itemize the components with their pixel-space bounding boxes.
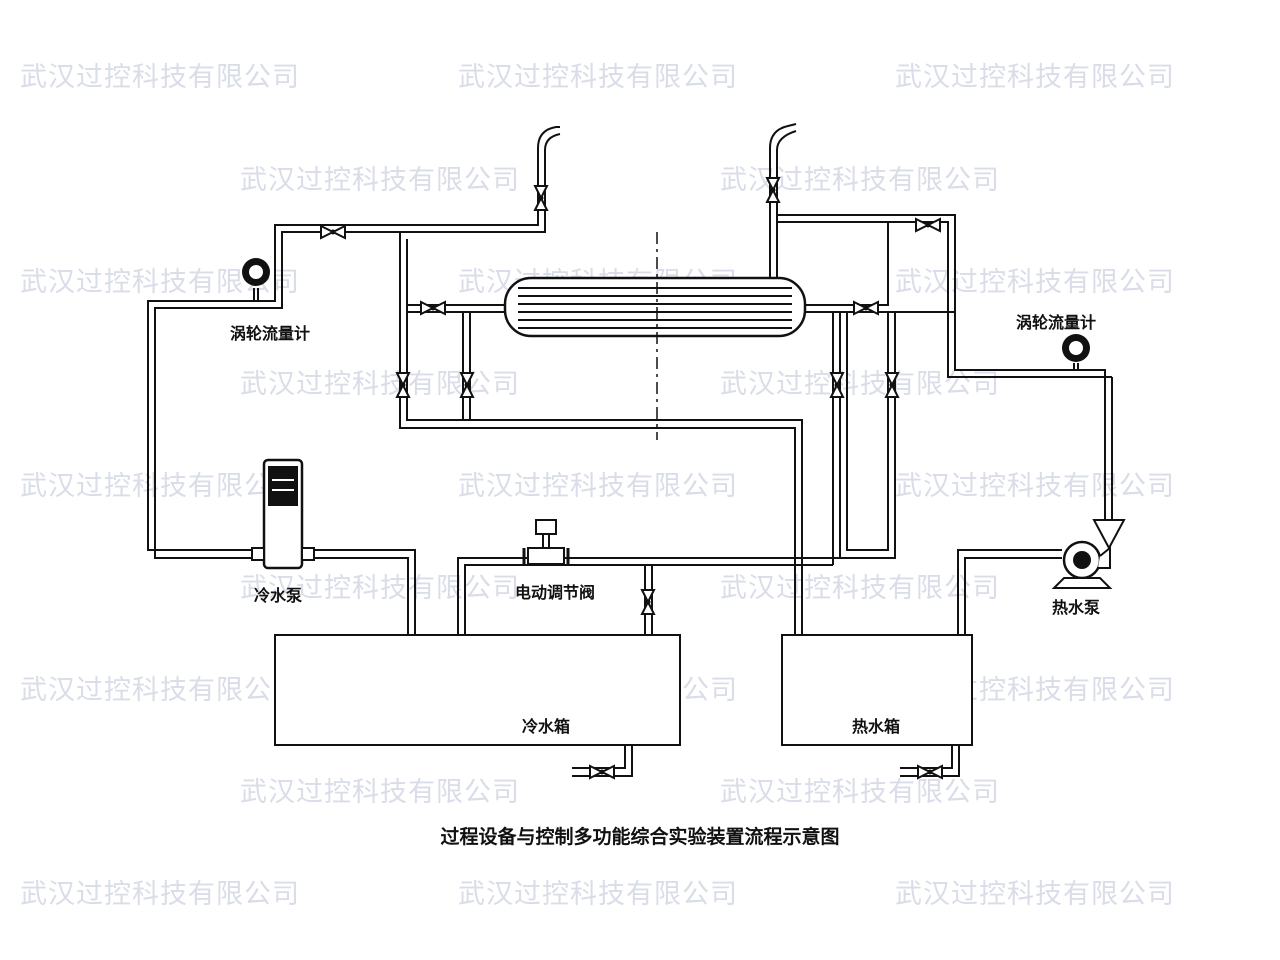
- pipe: [805, 311, 896, 559]
- ball-valve: [320, 225, 346, 239]
- hot-water-pump-icon: [1051, 519, 1126, 589]
- watermark-text: 武汉过控科技有限公司: [240, 777, 520, 808]
- pipe: [399, 232, 796, 635]
- turbine-flowmeter-label-left: 涡轮流量计: [230, 324, 311, 343]
- pipe: [777, 221, 1112, 378]
- hot-water-pump-label: 热水泵: [1052, 598, 1101, 617]
- pipe: [310, 557, 409, 635]
- watermark-text: 武汉过控科技有限公司: [458, 471, 738, 502]
- watermark-text: 武汉过控科技有限公司: [720, 165, 1000, 196]
- pipe: [900, 745, 953, 769]
- pipe: [457, 557, 840, 635]
- watermark-text: 武汉过控科技有限公司: [240, 573, 520, 604]
- ball-valve: [915, 218, 941, 232]
- cold-water-tank-label: 冷水箱: [522, 717, 571, 736]
- watermark-text: 武汉过控科技有限公司: [720, 573, 1000, 604]
- watermark-text: 武汉过控科技有限公司: [895, 267, 1175, 298]
- pipe: [537, 126, 560, 180]
- pipe-network: [147, 123, 1113, 777]
- cold-water-pump-icon: [251, 458, 315, 570]
- cold-water-pump-label: 冷水泵: [254, 586, 303, 605]
- pipe: [805, 222, 889, 306]
- pipe: [572, 745, 626, 769]
- pipe: [957, 549, 1062, 635]
- watermark-text: 武汉过控科技有限公司: [895, 62, 1175, 93]
- watermark-text: 武汉过控科技有限公司: [20, 62, 300, 93]
- turbine-flowmeter-label-right: 涡轮流量计: [1016, 313, 1097, 332]
- watermark-text: 武汉过控科技有限公司: [458, 62, 738, 93]
- pipe: [777, 214, 1106, 520]
- watermark-text: 武汉过控科技有限公司: [20, 471, 300, 502]
- pipe: [147, 180, 539, 551]
- pipe: [769, 123, 797, 300]
- cold-water-tank: [274, 634, 681, 746]
- electric-control-valve-icon: [522, 519, 570, 566]
- heat-exchanger: [503, 232, 807, 440]
- pipe: [776, 130, 797, 300]
- watermark-text: 武汉过控科技有限公司: [720, 777, 1000, 808]
- watermark-text: 武汉过控科技有限公司: [895, 471, 1175, 502]
- pipe: [964, 557, 1062, 635]
- turbine-flowmeter-left: [242, 258, 270, 301]
- pipe: [310, 549, 416, 635]
- turbine-flowmeter-right: [1062, 334, 1090, 370]
- watermark-text: 武汉过控科技有限公司: [20, 675, 300, 706]
- watermark-text: 武汉过控科技有限公司: [240, 165, 520, 196]
- pipe: [464, 564, 833, 635]
- pipe: [406, 239, 803, 635]
- electric-control-valve-label: 电动调节阀: [515, 583, 596, 602]
- pipe: [846, 312, 889, 551]
- watermark-text: 武汉过控科技有限公司: [720, 369, 1000, 400]
- hot-water-tank-label: 热水箱: [852, 717, 901, 736]
- diagram-caption: 过程设备与控制多功能综合实验装置流程示意图: [440, 826, 840, 848]
- pipe: [544, 133, 561, 180]
- pipe: [154, 178, 546, 559]
- watermark-text: 武汉过控科技有限公司: [20, 879, 300, 910]
- watermark-text: 武汉过控科技有限公司: [458, 879, 738, 910]
- hot-water-tank: [781, 634, 973, 746]
- watermark-text: 武汉过控科技有限公司: [895, 879, 1175, 910]
